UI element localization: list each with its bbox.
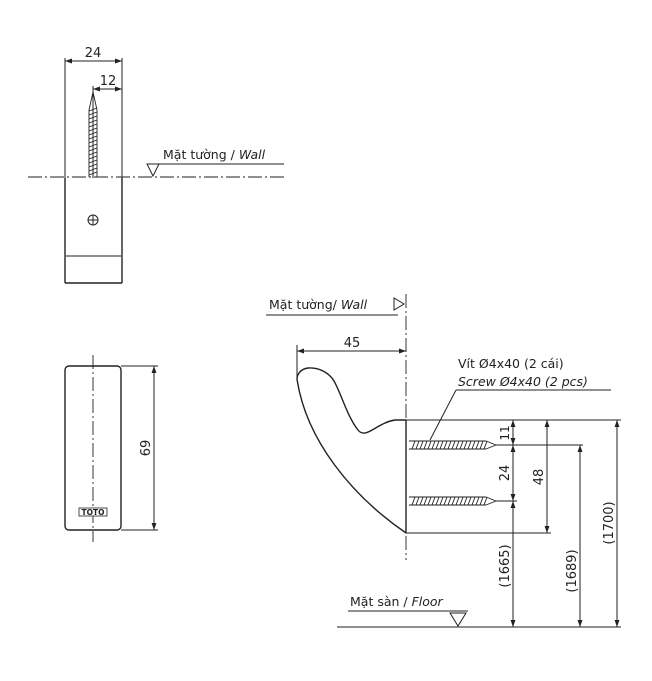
screw-label: Vít Ø4x40 (2 cái) xyxy=(458,356,564,371)
svg-text:TOTO: TOTO xyxy=(82,508,105,517)
dim-floor-top-label: (1700) xyxy=(602,501,617,544)
floor-label: Mặt sàn / Floor xyxy=(350,594,444,609)
dim-width-label: 24 xyxy=(85,46,102,61)
screw-top-view xyxy=(88,91,98,177)
side-view: Mặt tường/ Wall 45 Vít Ø4x40 (2 cái) Scr… xyxy=(266,294,621,628)
dim-offset-label: 12 xyxy=(100,74,117,89)
top-view: 24 12 Mặt tường / Wall xyxy=(28,46,284,284)
dim-screw-spacing-label: 24 xyxy=(498,465,513,482)
screw-upper xyxy=(409,440,498,450)
wall-label-top: Mặt tường / Wall xyxy=(163,147,266,162)
wall-label-side: Mặt tường/ Wall xyxy=(269,297,368,312)
hook-profile xyxy=(296,367,407,534)
dim-floor-lower-screw-label: (1665) xyxy=(498,544,513,587)
dim-height-label: 69 xyxy=(139,440,154,457)
dim-floor-upper-screw-label: (1689) xyxy=(565,549,580,592)
screw-lower xyxy=(409,496,498,506)
screw-label-en: Screw Ø4x40 (2 pcs) xyxy=(458,374,588,389)
front-view: 69 TOTO xyxy=(64,355,158,542)
screw-hole-icon xyxy=(87,214,99,226)
dim-top-screw-label: 11 xyxy=(498,425,512,440)
dim-projection-label: 45 xyxy=(344,336,361,351)
dim-total-height-label: 48 xyxy=(532,469,547,486)
toto-logo: TOTO xyxy=(78,507,108,517)
